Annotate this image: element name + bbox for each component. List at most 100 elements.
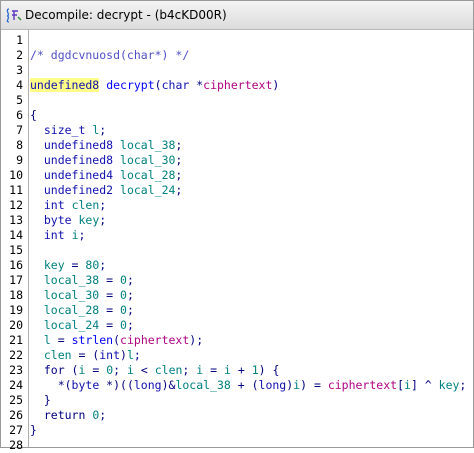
code-token: i <box>196 363 204 377</box>
line-number-gutter <box>1 30 29 447</box>
code-line[interactable]: 7 size_t l; <box>16 123 473 138</box>
code-token: undefined2 <box>30 183 114 197</box>
code-line[interactable]: 16 key = 80; <box>9 258 473 273</box>
code-token: int <box>30 228 65 242</box>
code-token: local_38 <box>120 138 176 152</box>
code-line[interactable]: 6{ <box>16 108 473 123</box>
code-token: } <box>30 423 37 437</box>
code-token: local_24 <box>30 318 100 332</box>
code-line[interactable]: 19 local_28 = 0; <box>9 303 473 318</box>
code-token: = ( <box>71 348 100 362</box>
code-token: 0 <box>120 318 127 332</box>
code-token: 0 <box>120 303 127 317</box>
code-token: ) <box>286 378 294 392</box>
code-line[interactable]: 18 local_30 = 0; <box>9 288 473 303</box>
code-token: ( <box>64 363 79 377</box>
line-number: 2 <box>16 48 23 62</box>
code-line[interactable]: 27} <box>9 423 473 438</box>
code-token: key <box>30 258 65 272</box>
code-token: local_28 <box>30 303 100 317</box>
line-number: 6 <box>16 108 23 122</box>
decompile-icon <box>6 7 22 23</box>
code-token: ) { <box>258 363 280 377</box>
code-line[interactable]: 1 <box>16 33 473 48</box>
code-token <box>113 138 120 152</box>
code-line[interactable]: 9 undefined8 local_30; <box>16 153 473 168</box>
code-token: ; <box>133 348 141 362</box>
code-line[interactable]: 8 undefined8 local_38; <box>16 138 473 153</box>
code-line[interactable]: 20 local_24 = 0; <box>9 318 473 333</box>
code-token: return <box>30 408 86 422</box>
code-token: ; <box>99 408 107 422</box>
code-token: ; <box>175 183 183 197</box>
line-number: 15 <box>9 243 23 257</box>
line-number: 5 <box>16 93 23 107</box>
code-token: char <box>161 78 190 92</box>
window-titlebar[interactable]: Decompile: decrypt - (b4cKD00R) <box>1 1 473 30</box>
code-line[interactable]: 12 int clen; <box>9 198 473 213</box>
code-token: ( <box>154 78 162 92</box>
code-token: 0 <box>120 288 127 302</box>
code-line[interactable]: 24 *(byte *)((long)&local_38 + (long)i) … <box>9 378 473 393</box>
line-number: 14 <box>9 228 23 242</box>
code-line[interactable]: 10 undefined4 local_28; <box>9 168 473 183</box>
code-token: long <box>133 378 162 392</box>
code-token: strlen <box>71 333 114 347</box>
code-line[interactable]: 3 <box>16 63 473 78</box>
code-line[interactable]: 26 return 0; <box>9 408 473 423</box>
line-number: 11 <box>9 183 23 197</box>
line-number: 1 <box>16 33 23 47</box>
code-token: *( <box>30 378 72 392</box>
code-token: ; <box>99 198 107 212</box>
code-token: local_38 <box>175 378 231 392</box>
code-token: ; <box>99 123 107 137</box>
line-number: 27 <box>9 423 23 437</box>
code-token: ) = <box>300 378 328 392</box>
window-title: Decompile: decrypt - (b4cKD00R) <box>25 8 227 22</box>
code-line[interactable]: 22 clen = (int)l; <box>9 348 473 363</box>
code-token: ; <box>99 258 107 272</box>
line-number: 20 <box>9 318 23 332</box>
code-token: )& <box>161 378 176 392</box>
code-token: undefined8 <box>30 153 114 167</box>
code-line[interactable]: 21 l = strlen(ciphertext); <box>9 333 473 348</box>
line-number: 3 <box>16 63 23 77</box>
code-line[interactable]: 13 byte key; <box>9 213 473 228</box>
code-token: ; <box>113 363 127 377</box>
code-token: = <box>64 258 86 272</box>
code-token: l <box>126 348 134 362</box>
code-line[interactable]: 25 } <box>9 393 473 408</box>
code-token: byte <box>30 213 72 227</box>
code-line[interactable]: 2/* dgdcvnuosd(char*) */ <box>16 48 473 63</box>
line-number: 22 <box>9 348 23 362</box>
code-token: l <box>92 123 100 137</box>
code-token: ciphertext <box>120 333 190 347</box>
code-token: } <box>30 393 51 407</box>
code-line[interactable]: 5 <box>16 93 473 108</box>
code-line[interactable]: 23 for (i = 0; i < clen; i = i + 1) { <box>9 363 473 378</box>
code-token: l <box>30 333 51 347</box>
code-token: undefined8 <box>30 78 100 92</box>
code-token: 0 <box>106 363 114 377</box>
line-number: 9 <box>16 153 23 167</box>
code-token: long <box>258 378 287 392</box>
code-token: ; <box>78 228 86 242</box>
code-token: ( <box>113 333 121 347</box>
code-token: clen <box>30 348 72 362</box>
code-token: key <box>438 378 460 392</box>
line-number: 23 <box>9 363 23 377</box>
code-line[interactable]: 17 local_38 = 0; <box>9 273 473 288</box>
code-line[interactable]: 28 <box>9 438 473 453</box>
line-number: 12 <box>9 198 23 212</box>
code-token: = <box>99 273 121 287</box>
code-line[interactable]: 14 int i; <box>9 228 473 243</box>
code-token: ; <box>175 138 183 152</box>
code-line[interactable]: 15 <box>9 243 473 258</box>
line-number: 19 <box>9 303 23 317</box>
code-token: 1 <box>251 363 259 377</box>
line-number: 7 <box>16 123 23 137</box>
code-line[interactable]: 11 undefined2 local_24; <box>9 183 473 198</box>
